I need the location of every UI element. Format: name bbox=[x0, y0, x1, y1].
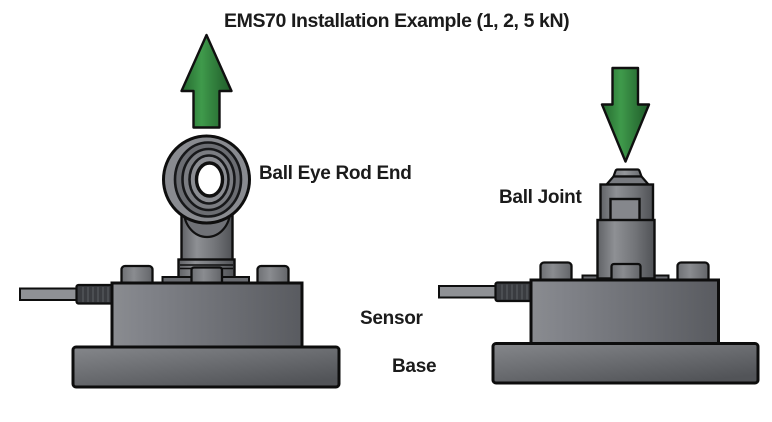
cable-gland bbox=[494, 281, 533, 303]
ball-joint-cap-top bbox=[611, 168, 644, 178]
base-plate bbox=[491, 342, 760, 385]
sensor-body bbox=[110, 281, 304, 349]
ball-joint-face-detail bbox=[609, 197, 641, 222]
sensor-label: Sensor bbox=[360, 308, 423, 329]
cable-gland bbox=[75, 283, 114, 305]
sensor-body bbox=[529, 278, 720, 346]
base-label: Base bbox=[392, 356, 437, 377]
ball-eye-hole bbox=[194, 161, 225, 198]
down-arrow-icon bbox=[600, 66, 651, 163]
cable-gland-ridges bbox=[501, 284, 528, 300]
cable-gland-ridges bbox=[82, 287, 109, 302]
ball-joint-label: Ball Joint bbox=[499, 187, 582, 208]
sensor-cable bbox=[19, 287, 80, 301]
base-plate bbox=[71, 345, 341, 389]
diagram-title: EMS70 Installation Example (1, 2, 5 kN) bbox=[224, 10, 570, 32]
up-arrow-icon bbox=[180, 33, 233, 129]
ball-eye-rod-end-label: Ball Eye Rod End bbox=[259, 163, 412, 184]
sensor-cable bbox=[438, 285, 500, 299]
right-assembly bbox=[438, 66, 760, 385]
left-assembly bbox=[19, 33, 341, 389]
